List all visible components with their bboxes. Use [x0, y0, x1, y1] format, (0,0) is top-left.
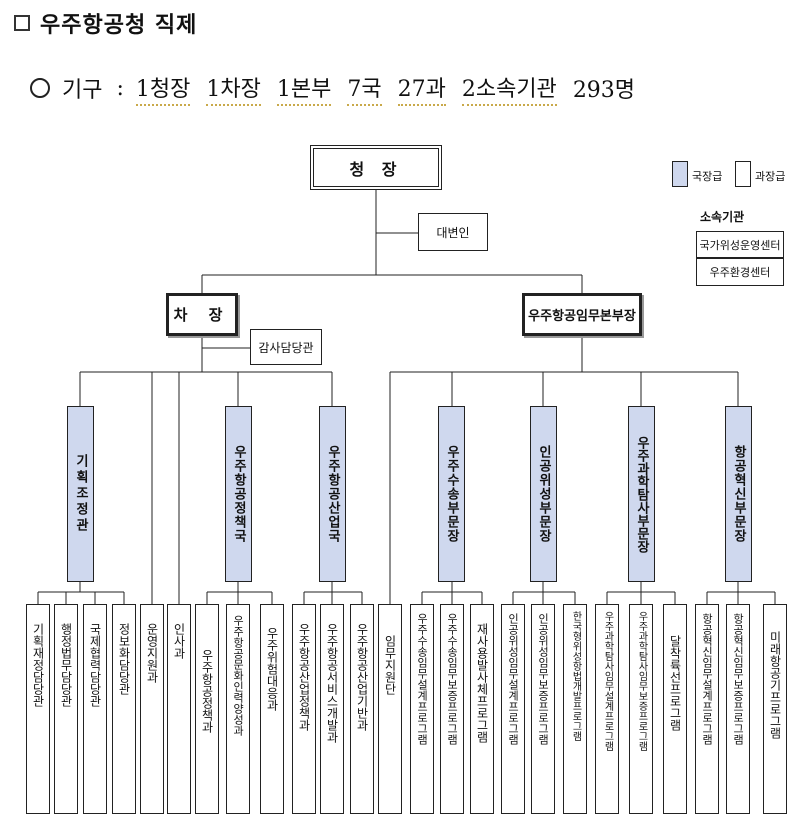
- division-label: 달착륙선프로그램: [668, 635, 682, 731]
- division-label: 우주위험대응과: [265, 627, 279, 711]
- division-label: 항공혁신임무보증프로그램: [731, 613, 745, 745]
- node-mission: 우주항공임무본부장: [522, 293, 642, 336]
- bureau-label: 우주항공산업국: [325, 445, 340, 543]
- division-label: 재사용발사체프로그램: [475, 623, 489, 743]
- legend-division-label: 과장급: [755, 170, 786, 183]
- bureau-label: 항공혁신부문장: [731, 445, 746, 543]
- division-box: 미래항공기프로그램: [763, 604, 787, 814]
- division-box: 국제협력담당관: [83, 604, 107, 814]
- summary-item-staff: 293명: [572, 77, 636, 103]
- division-label: 한국형위성항법개발프로그램: [570, 611, 581, 741]
- circle-bullet-icon: [30, 78, 50, 98]
- division-box: 인공위성임무설계프로그램: [501, 604, 525, 814]
- bureau-planning: 기획조정관: [67, 406, 94, 582]
- affiliated-title: 소속기관: [700, 210, 745, 224]
- summary-item-divisions: 27과: [397, 71, 446, 106]
- title-row: 우주항공청 직제: [8, 6, 197, 40]
- division-box: 우주위험대응과: [260, 604, 284, 814]
- division-label: 우주과학탐사임무설계프로그램: [602, 611, 613, 751]
- division-box: 정보화담당관: [112, 604, 136, 814]
- division-label: 임무지원단: [383, 635, 397, 695]
- division-box: 인공위성임무보증프로그램: [531, 604, 555, 814]
- division-label: 우주항공문화인력양성과: [231, 615, 245, 736]
- division-label: 인사과: [172, 623, 186, 659]
- node-head: 청 장: [310, 145, 442, 190]
- node-spokesperson: 대변인: [418, 213, 488, 251]
- summary-row: 기구 : 1청장 1차장 1본부 7국 27과 2소속기관 293명: [30, 70, 651, 106]
- division-box: 인사과: [167, 604, 191, 814]
- division-label: 기획재정담당관: [31, 623, 45, 707]
- division-label: 인공위성임무보증프로그램: [536, 613, 550, 745]
- bureau-science: 우주과학탐사부문장: [628, 406, 655, 582]
- division-box: 한국형위성항법개발프로그램: [563, 604, 587, 814]
- division-label: 우주항공서비스개발과: [325, 623, 339, 743]
- division-label: 우주수송임무설계프로그램: [415, 613, 429, 745]
- summary-colon: :: [116, 75, 124, 101]
- summary-item-affiliated: 2소속기관: [461, 71, 557, 106]
- division-box: 우주항공문화인력양성과: [226, 604, 250, 814]
- division-label: 인공위성임무설계프로그램: [506, 613, 520, 745]
- node-audit: 감사담당관: [250, 329, 322, 365]
- division-box: 재사용발사체프로그램: [470, 604, 494, 814]
- division-box: 항공혁신임무설계프로그램: [695, 604, 719, 814]
- division-label: 우주수송임무보증프로그램: [445, 613, 459, 745]
- bureau-label: 기획조정관: [73, 454, 88, 534]
- page-title: 우주항공청 직제: [40, 13, 198, 38]
- bureau-satellite: 인공위성부문장: [530, 406, 557, 582]
- summary-item-head: 1청장: [135, 71, 191, 106]
- division-box: 우주항공서비스개발과: [320, 604, 344, 814]
- division-box: 달착륙선프로그램: [663, 604, 687, 814]
- bureau-industry: 우주항공산업국: [319, 406, 346, 582]
- division-box: 우주항공산업정책과: [292, 604, 316, 814]
- division-label: 우주항공산업정책과: [297, 623, 311, 731]
- checkbox-square-icon: [14, 15, 30, 31]
- division-label: 미래항공기프로그램: [768, 631, 782, 739]
- bureau-label: 우주항공정책국: [231, 445, 246, 543]
- division-box: 기획재정담당관: [26, 604, 50, 814]
- bureau-policy: 우주항공정책국: [225, 406, 252, 582]
- summary-item-vice: 1차장: [206, 71, 261, 106]
- bureau-label: 우주과학탐사부문장: [634, 435, 649, 553]
- division-box: 운영지원과: [140, 604, 164, 814]
- division-label: 행정법무담당관: [59, 623, 73, 707]
- bureau-label: 인공위성부문장: [536, 445, 551, 543]
- legend-division-swatch: [735, 161, 751, 187]
- summary-item-hq: 1본부: [276, 71, 332, 106]
- division-label: 운영지원과: [145, 623, 159, 683]
- division-label: 항공혁신임무설계프로그램: [700, 613, 714, 745]
- legend-bureau-swatch: [672, 161, 688, 187]
- bureau-aviation: 항공혁신부문장: [725, 406, 752, 582]
- division-box: 항공혁신임무보증프로그램: [726, 604, 750, 814]
- affiliated-item: 국가위성운영센터: [696, 231, 784, 258]
- division-label: 우주항공정책과: [200, 649, 214, 733]
- division-box: 우주과학탐사임무보증프로그램: [629, 604, 653, 814]
- division-label: 우주항공산업기반과: [355, 623, 369, 731]
- division-box: 우주수송임무설계프로그램: [410, 604, 434, 814]
- division-label: 정보화담당관: [117, 623, 131, 695]
- division-label: 국제협력담당관: [88, 623, 102, 707]
- division-box: 우주항공산업기반과: [350, 604, 374, 814]
- legend-bureau-label: 국장급: [692, 170, 723, 183]
- bureau-launch: 우주수송부문장: [438, 406, 465, 582]
- bureau-label: 우주수송부문장: [444, 445, 459, 543]
- division-box: 임무지원단: [378, 604, 402, 814]
- summary-label: 기구: [62, 78, 103, 103]
- summary-item-bureaus: 7국: [347, 71, 382, 106]
- node-vice: 차 장: [166, 293, 238, 336]
- division-box: 우주항공정책과: [195, 604, 219, 814]
- division-box: 우주과학탐사임무설계프로그램: [595, 604, 619, 814]
- division-label: 우주과학탐사임무보증프로그램: [636, 611, 647, 751]
- division-box: 행정법무담당관: [54, 604, 78, 814]
- division-box: 우주수송임무보증프로그램: [440, 604, 464, 814]
- affiliated-item: 우주환경센터: [696, 258, 784, 286]
